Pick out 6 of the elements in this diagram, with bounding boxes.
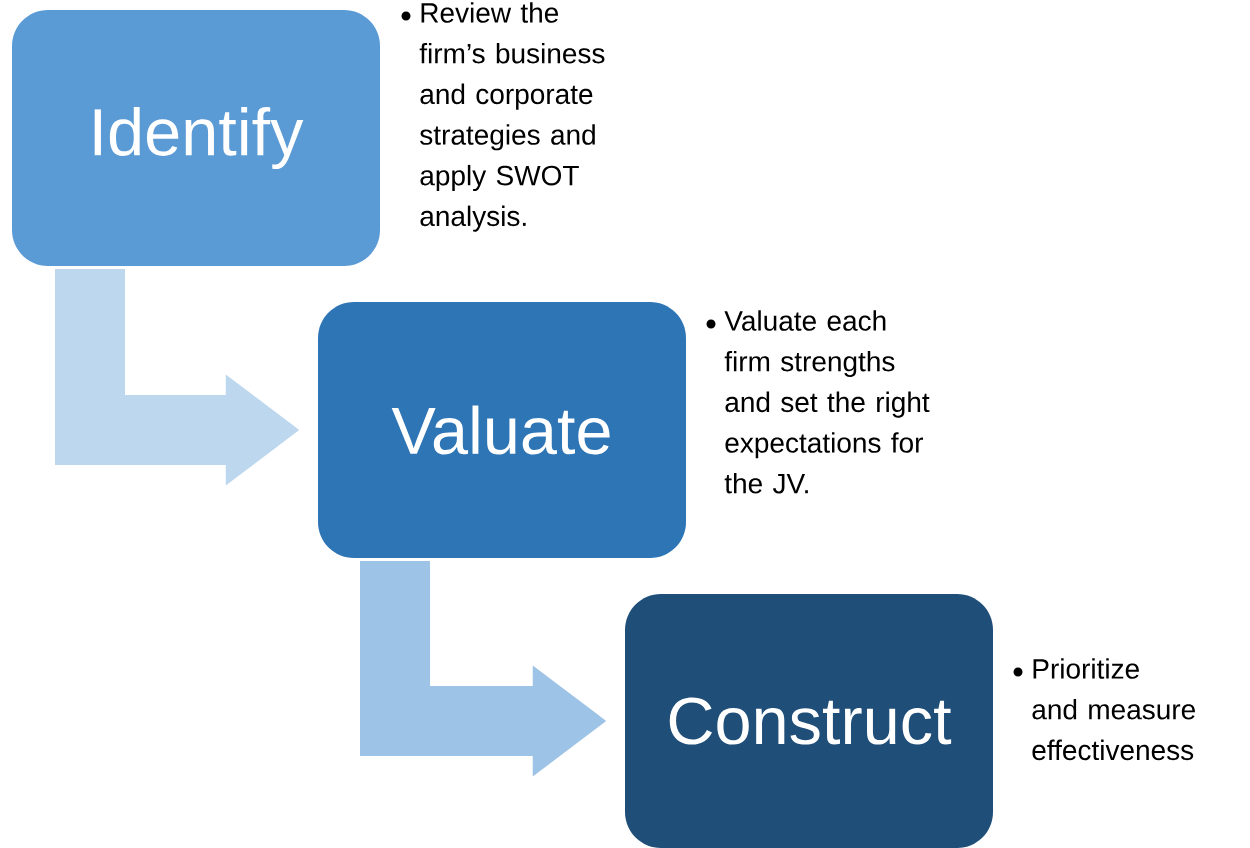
bullet-text: Prioritize and measure effectiveness <box>1032 658 1195 761</box>
step-box: Valuate <box>318 302 686 558</box>
step-box: Construct <box>625 594 993 848</box>
step-box: Identify <box>12 10 380 266</box>
bullet-text: Review the firm’s business and corporate strategies and apply SWOT analysis. <box>419 2 605 232</box>
bullet-text: Valuate each firm strengths and set the right expectations for the JV. <box>724 310 930 494</box>
